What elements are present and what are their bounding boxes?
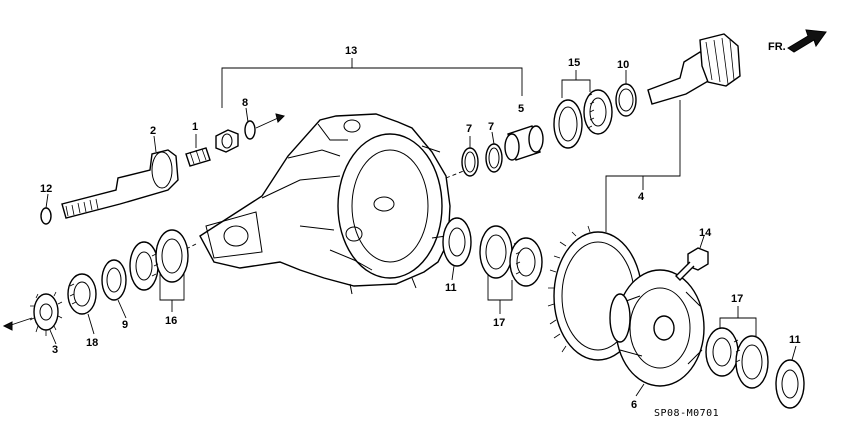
bearing-part-16: [129, 229, 189, 291]
circlip-part-12: [40, 207, 52, 225]
front-direction-label: FR.: [768, 41, 786, 53]
bearing-part-17-left: [479, 225, 543, 287]
callout-16: 16: [165, 315, 177, 327]
callout-14: 14: [699, 227, 712, 239]
callout-15: 15: [568, 57, 580, 69]
collar-part-5: [504, 125, 544, 161]
locknut-part-8: [215, 113, 285, 153]
callout-11-a: 11: [445, 282, 457, 294]
shim-part-11-right: [775, 359, 805, 409]
transmission-housing: [159, 113, 477, 295]
bracket-13: [221, 58, 523, 108]
gear-part-3: [2, 291, 63, 336]
callout-6: 6: [631, 399, 637, 411]
callout-10: 10: [617, 59, 629, 71]
bracket-17-left: [487, 272, 513, 314]
callout-2: 2: [150, 125, 156, 137]
callout-13: 13: [345, 45, 357, 57]
bearing-part-15: [553, 89, 613, 149]
leader-lines: [45, 70, 797, 397]
bracket-16: [159, 270, 185, 312]
shim-part-11-left: [442, 217, 472, 267]
diagram-code: SP08-M0701: [654, 408, 719, 419]
callout-1: 1: [192, 121, 198, 133]
callout-5: 5: [518, 103, 524, 115]
callout-8: 8: [242, 97, 248, 109]
bolt-part-14: [675, 247, 709, 281]
differential-case-part-6: [609, 269, 705, 387]
callout-11-b: 11: [789, 334, 801, 346]
spring-part-1: [185, 147, 211, 167]
callout-17-b: 17: [731, 293, 743, 305]
bearing-part-17-right: [705, 327, 769, 389]
countershaft-part-2: [61, 149, 179, 219]
callout-7-a: 7: [466, 123, 472, 135]
callout-3: 3: [52, 344, 58, 356]
callout-17-a: 17: [493, 317, 505, 329]
circlip-part-7-a: [461, 147, 479, 177]
bracket-4: [605, 100, 681, 232]
callout-9: 9: [122, 319, 128, 331]
bearing-part-18: [67, 273, 97, 315]
front-direction-arrow-icon: [787, 29, 827, 53]
callout-18: 18: [86, 337, 98, 349]
callout-12: 12: [40, 183, 52, 195]
callout-7-b: 7: [488, 121, 494, 133]
shim-part-9: [101, 259, 127, 301]
pinion-shaft: [647, 33, 741, 105]
callout-4: 4: [638, 191, 645, 203]
circlip-part-7-b: [485, 143, 503, 173]
bracket-17-right: [719, 306, 757, 340]
bracket-15: [561, 70, 591, 98]
shim-part-10: [615, 83, 637, 117]
